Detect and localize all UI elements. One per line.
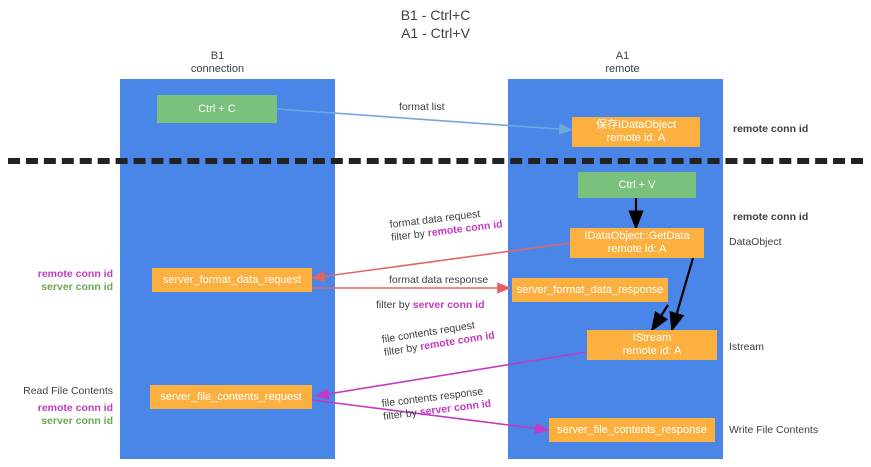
box-server-file-contents-request-label: server_file_contents_request bbox=[160, 390, 302, 403]
box-getdata-line2: remote id: A bbox=[607, 243, 667, 255]
column-header-b1-name: B1 bbox=[210, 50, 225, 62]
note-remote-conn-id-mid: remote conn id bbox=[733, 211, 809, 223]
note-read-file-contents: Read File Contents bbox=[23, 385, 113, 397]
note-group-left-top: remote conn id server conn id bbox=[0, 268, 113, 294]
label-format-data-response-filter: filter by server conn id bbox=[376, 299, 485, 312]
box-server-file-contents-request[interactable]: server_file_contents_request bbox=[150, 385, 312, 409]
note-remote-conn-id-top: remote conn id bbox=[733, 123, 809, 135]
box-istream-line1: IStream bbox=[632, 332, 672, 344]
note-remote-conn-id-b: remote conn id bbox=[37, 402, 113, 414]
box-idataobject[interactable]: 保存IDataObject remote id: A bbox=[572, 117, 700, 147]
note-group-left-bottom: remote conn id server conn id bbox=[0, 402, 113, 428]
box-ctrl-c-label: Ctrl + C bbox=[198, 102, 236, 115]
label-file-contents-response-group: file contents response filter by server … bbox=[381, 385, 492, 424]
box-getdata-line1: IDataObject::GetData bbox=[584, 230, 690, 242]
column-header-a1-sub: remote bbox=[605, 63, 640, 75]
box-ctrl-v-label: Ctrl + V bbox=[618, 178, 656, 191]
label-format-data-response: format data response bbox=[389, 274, 489, 286]
note-server-conn-id-b: server conn id bbox=[41, 415, 113, 427]
note-istream: Istream bbox=[729, 341, 765, 353]
box-ctrl-c[interactable]: Ctrl + C bbox=[157, 95, 277, 123]
note-dataobject: DataObject bbox=[729, 236, 782, 248]
box-ctrl-v[interactable]: Ctrl + V bbox=[578, 172, 696, 198]
note-write-file-contents: Write File Contents bbox=[729, 424, 819, 436]
box-istream-line2: remote id: A bbox=[622, 345, 682, 357]
page-title: B1 - Ctrl+C A1 - Ctrl+V bbox=[0, 6, 871, 42]
section-divider bbox=[8, 158, 863, 164]
box-server-file-contents-response-label: server_file_contents_response bbox=[557, 423, 707, 436]
page-title-line2: A1 - Ctrl+V bbox=[401, 25, 470, 41]
filter-key-server-conn-id: server conn id bbox=[412, 299, 485, 311]
column-header-b1-sub: connection bbox=[190, 63, 245, 75]
label-format-data-request-group: format data request filter by remote con… bbox=[389, 205, 503, 244]
box-idataobject-line2: remote id: A bbox=[606, 132, 666, 144]
box-server-file-contents-response[interactable]: server_file_contents_response bbox=[549, 418, 715, 442]
note-remote-conn-id-a: remote conn id bbox=[37, 268, 113, 280]
box-server-format-data-response[interactable]: server_format_data_response bbox=[512, 278, 668, 302]
filter-prefix: filter by bbox=[376, 299, 413, 311]
label-format-list: format list bbox=[399, 101, 445, 113]
box-idataobject-getdata[interactable]: IDataObject::GetData remote id: A bbox=[570, 228, 704, 258]
box-server-format-data-request[interactable]: server_format_data_request bbox=[152, 268, 312, 292]
column-header-a1: A1 remote bbox=[555, 50, 690, 76]
box-server-format-data-request-label: server_format_data_request bbox=[162, 273, 302, 286]
column-header-a1-name: A1 bbox=[615, 50, 630, 62]
label-file-contents-request-group: file contents request filter by remote c… bbox=[381, 316, 496, 359]
column-header-b1: B1 connection bbox=[150, 50, 285, 76]
note-server-conn-id-a: server conn id bbox=[41, 281, 113, 293]
box-istream[interactable]: IStream remote id: A bbox=[587, 330, 717, 360]
box-server-format-data-response-label: server_format_data_response bbox=[516, 283, 664, 296]
box-idataobject-line1: 保存IDataObject bbox=[595, 119, 677, 131]
page-title-line1: B1 - Ctrl+C bbox=[400, 7, 471, 23]
